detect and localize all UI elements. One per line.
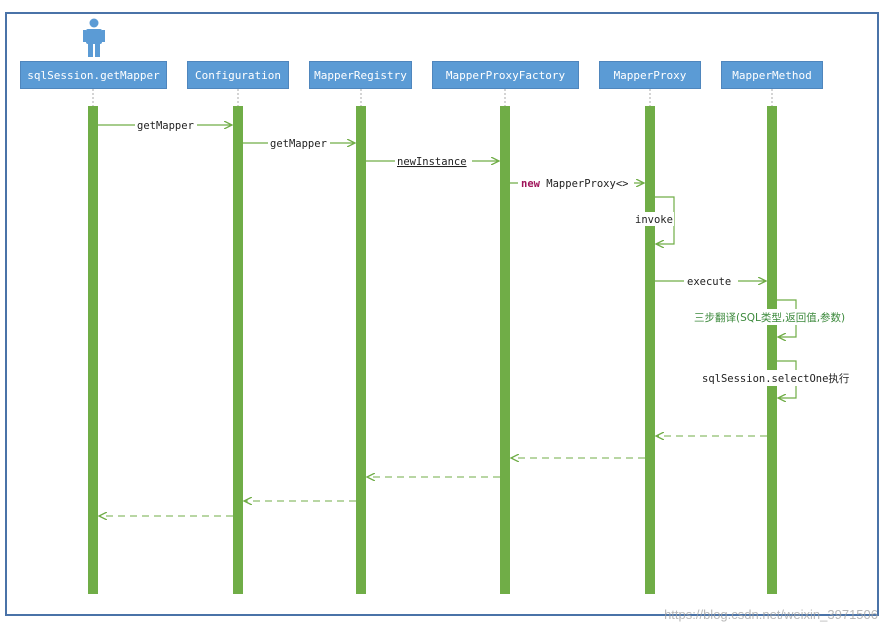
actor-configuration: Configuration (187, 61, 289, 89)
activation-bar-1 (88, 106, 98, 594)
label-newinstance: newInstance (397, 156, 467, 168)
watermark: https://blog.csdn.net/weixin_3971506 (664, 607, 878, 622)
actor-mapperproxyfactory: MapperProxyFactory (432, 61, 579, 89)
actor-sqlsession-getmapper: sqlSession.getMapper (20, 61, 167, 89)
label-getmapper-2: getMapper (270, 138, 327, 150)
activation-bar-3 (356, 106, 366, 594)
label-keyword-new: new (521, 178, 541, 190)
actor-mapperproxy: MapperProxy (599, 61, 701, 89)
user-icon (83, 18, 105, 57)
label-getmapper-1: getMapper (137, 120, 194, 132)
label-translate: 三步翻译(SQL类型,返回值,参数) (694, 311, 845, 324)
activation-bar-4 (500, 106, 510, 594)
label-invoke: invoke (635, 214, 673, 226)
label-mapperproxy-type: MapperProxy<> (540, 178, 629, 190)
label-selectone: sqlSession.selectOne执行 (702, 372, 850, 385)
activation-bar-5 (645, 106, 655, 594)
label-execute: execute (687, 276, 731, 288)
actor-mapperregistry: MapperRegistry (309, 61, 412, 89)
label-new-mapperproxy: new MapperProxy<> (521, 178, 628, 190)
actor-mappermethod: MapperMethod (721, 61, 823, 89)
activation-bar-6 (767, 106, 777, 594)
activation-bar-2 (233, 106, 243, 594)
